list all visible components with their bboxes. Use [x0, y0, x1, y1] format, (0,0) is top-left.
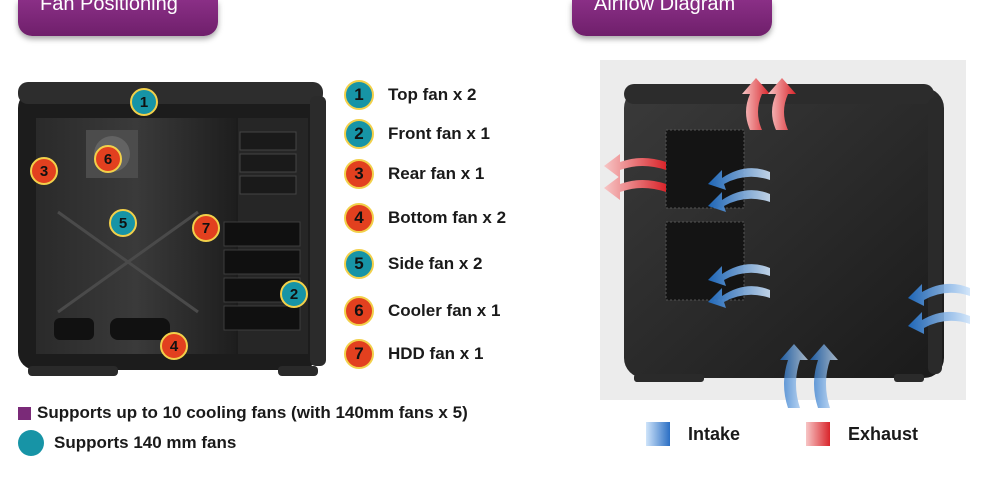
legend-item-rear-fan: 3 Rear fan x 1 [344, 157, 484, 191]
legend-badge: 4 [344, 203, 374, 233]
legend-badge: 5 [344, 249, 374, 279]
marker-5-label: 5 [119, 215, 127, 232]
legend-item-side-fan: 5 Side fan x 2 [344, 247, 482, 281]
note-max-fans: Supports up to 10 cooling fans (with 140… [18, 398, 468, 428]
marker-3-label: 3 [40, 163, 48, 180]
marker-front-fan: 2 [280, 280, 308, 308]
legend-item-top-fan: 1 Top fan x 2 [344, 78, 476, 112]
marker-side-fan: 5 [109, 209, 137, 237]
tab-fan-positioning: Fan Positioning [18, 0, 218, 36]
marker-7-label: 7 [202, 220, 210, 237]
legend-badge: 7 [344, 339, 374, 369]
marker-bottom-fan: 4 [160, 332, 188, 360]
legend-item-front-fan: 2 Front fan x 1 [344, 117, 490, 151]
legend-label: Rear fan x 1 [388, 164, 485, 183]
airflow-case-illustration [604, 78, 970, 408]
legend-badge: 2 [344, 119, 374, 149]
intake-label: Intake [688, 423, 741, 444]
case-interior-illustration: 1 2 3 4 5 6 7 [18, 82, 326, 376]
exhaust-swatch-icon [806, 422, 830, 446]
legend-item-hdd-fan: 7 HDD fan x 1 [344, 337, 483, 371]
note-fan-size: Supports 140 mm fans [18, 428, 468, 458]
legend-label: Top fan x 2 [388, 85, 477, 104]
circle-bullet-icon [18, 430, 44, 456]
legend-label: Cooler fan x 1 [388, 301, 501, 320]
marker-6-label: 6 [104, 151, 112, 168]
legend-label: Bottom fan x 2 [388, 208, 507, 227]
legend-label: Front fan x 1 [388, 124, 491, 143]
note-max-fans-text: Supports up to 10 cooling fans (with 140… [37, 403, 468, 422]
marker-top-fan: 1 [130, 88, 158, 116]
marker-rear-fan: 3 [30, 157, 58, 185]
legend-badge: 3 [344, 159, 374, 189]
legend-badge: 1 [344, 80, 374, 110]
legend-item-bottom-fan: 4 Bottom fan x 2 [344, 201, 506, 235]
support-notes: Supports up to 10 cooling fans (with 140… [18, 398, 468, 458]
legend-label: HDD fan x 1 [388, 344, 484, 363]
marker-4-label: 4 [170, 338, 179, 355]
tab-airflow-diagram-label: Airflow Diagram [594, 0, 736, 15]
legend-exhaust: Exhaust [806, 422, 918, 446]
marker-1-label: 1 [140, 94, 148, 111]
note-fan-size-text: Supports 140 mm fans [54, 433, 237, 452]
marker-2-label: 2 [290, 286, 298, 303]
legend-label: Side fan x 2 [388, 254, 483, 273]
square-bullet-icon [18, 406, 31, 420]
tab-airflow-diagram: Airflow Diagram [572, 0, 772, 36]
legend-badge: 6 [344, 296, 374, 326]
legend-item-cooler-fan: 6 Cooler fan x 1 [344, 294, 500, 328]
intake-swatch-icon [646, 422, 670, 446]
marker-cooler-fan: 6 [94, 145, 122, 173]
tab-fan-positioning-label: Fan Positioning [40, 0, 178, 15]
exhaust-label: Exhaust [848, 423, 919, 444]
marker-hdd-fan: 7 [192, 214, 220, 242]
legend-intake: Intake [646, 422, 740, 446]
